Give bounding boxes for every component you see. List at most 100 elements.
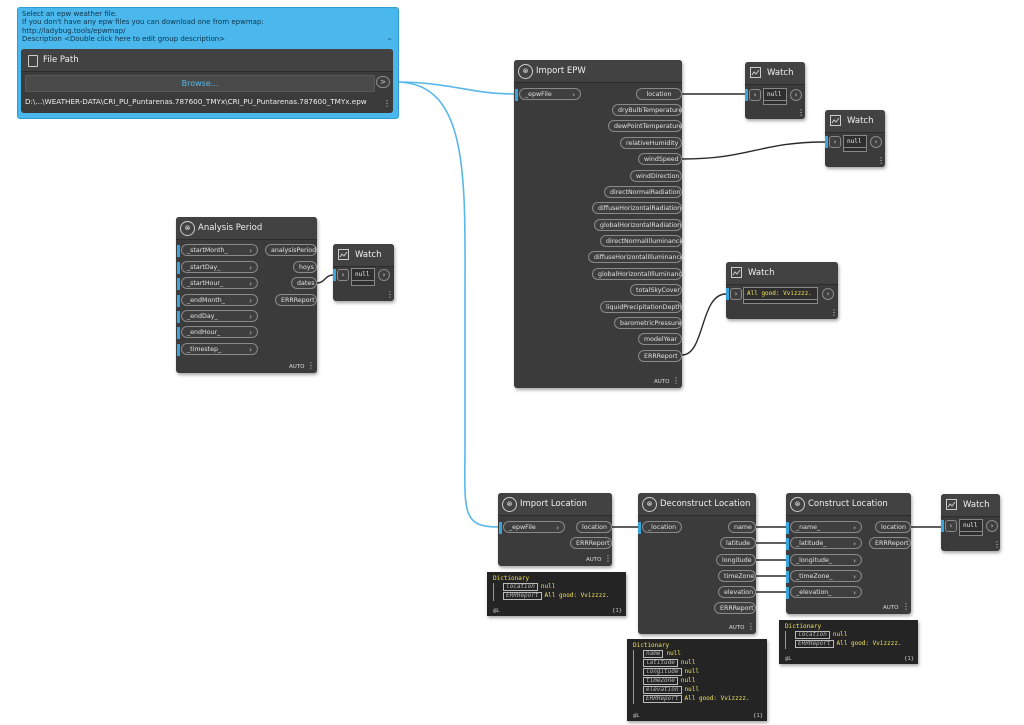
output-port-totalskycover[interactable]: totalSkyCover bbox=[630, 284, 682, 296]
watch-icon bbox=[731, 267, 742, 278]
node-header[interactable]: Watch bbox=[745, 62, 805, 85]
more-options-icon[interactable]: ⋮ bbox=[604, 554, 612, 563]
input-port-timestep[interactable]: _timestep_› bbox=[177, 343, 258, 356]
output-port-name[interactable]: name bbox=[728, 521, 756, 533]
input-port-timezone[interactable]: _timeZone_› bbox=[786, 570, 862, 583]
input-port-starthour[interactable]: _startHour_› bbox=[177, 277, 258, 290]
output-port[interactable]: › bbox=[378, 269, 390, 281]
output-port-dates[interactable]: dates bbox=[291, 277, 317, 289]
output-port[interactable]: › bbox=[870, 136, 882, 148]
node-header[interactable]: ⊗ Analysis Period bbox=[176, 217, 317, 240]
more-options-icon[interactable]: ⋮ bbox=[877, 156, 885, 165]
input-port-startmonth[interactable]: _startMonth_› bbox=[177, 244, 258, 257]
input-port[interactable]: › bbox=[749, 89, 761, 101]
output-port-winddirection[interactable]: windDirection bbox=[630, 170, 682, 182]
more-options-icon[interactable]: ⋮ bbox=[383, 99, 391, 108]
output-port-location[interactable]: location bbox=[576, 521, 612, 533]
input-port-name[interactable]: _name_› bbox=[786, 521, 862, 534]
browse-button[interactable]: Browse... bbox=[25, 75, 375, 92]
output-port-longitude[interactable]: longitude bbox=[716, 554, 756, 566]
wire-dates-to-watch3 bbox=[316, 274, 334, 284]
input-port-location[interactable]: _location bbox=[638, 521, 682, 534]
port-indicator bbox=[177, 295, 180, 307]
input-port-latitude[interactable]: _latitude_› bbox=[786, 537, 862, 550]
watch-node[interactable]: Watch › null › ⋮ bbox=[941, 494, 1001, 551]
node-header[interactable]: Watch bbox=[941, 494, 1000, 517]
output-port-errreport[interactable]: ERRReport bbox=[570, 537, 612, 549]
node-header[interactable]: ⊗ Import EPW bbox=[514, 60, 682, 83]
deconstruct-location-node[interactable]: ⊗ Deconstruct Location _location name la… bbox=[638, 493, 756, 634]
input-port[interactable]: › bbox=[337, 269, 349, 281]
output-port-errreport[interactable]: ERRReport bbox=[638, 350, 682, 362]
input-port[interactable]: › bbox=[945, 520, 957, 532]
node-header[interactable]: Watch bbox=[333, 244, 394, 267]
watch-node[interactable]: Watch › null › ⋮ bbox=[333, 244, 394, 301]
output-port[interactable]: › bbox=[790, 89, 802, 101]
node-header[interactable]: ⊗ Deconstruct Location bbox=[638, 493, 756, 516]
output-port-analysisperiod[interactable]: analysisPeriod bbox=[265, 244, 317, 256]
output-port-hoys[interactable]: hoys bbox=[293, 261, 317, 273]
output-port[interactable]: › bbox=[986, 520, 998, 532]
output-port-timezone[interactable]: timeZone bbox=[718, 570, 756, 582]
node-header[interactable]: File Path bbox=[21, 49, 393, 72]
output-port-errreport[interactable]: ERRReport bbox=[869, 537, 911, 549]
node-header[interactable]: ⊗ Import Location bbox=[498, 493, 612, 516]
input-port-endhour[interactable]: _endHour_› bbox=[177, 326, 258, 339]
file-path-node[interactable]: File Path Browse... > D:\...\WEATHER-DAT… bbox=[21, 49, 393, 113]
output-port-directnormalradiation[interactable]: directNormalRadiation bbox=[604, 186, 682, 198]
import-epw-node[interactable]: ⊗ Import EPW _epwFile› location dryBulbT… bbox=[514, 60, 686, 388]
output-port-modelyear[interactable]: modelYear bbox=[638, 333, 682, 345]
input-port-longitude[interactable]: _longitude_› bbox=[786, 554, 862, 567]
more-options-icon[interactable]: ⋮ bbox=[830, 308, 838, 317]
output-port-drybulbtemperature[interactable]: dryBulbTemperature bbox=[612, 104, 682, 116]
watch-node[interactable]: Watch › All good: Vvizzzz. › ⋮ bbox=[726, 262, 838, 319]
output-port-latitude[interactable]: latitude bbox=[720, 537, 756, 549]
construct-location-node[interactable]: ⊗ Construct Location _name_› _latitude_›… bbox=[786, 493, 911, 614]
input-port[interactable]: › bbox=[829, 136, 841, 148]
output-port-location[interactable]: location bbox=[636, 88, 682, 100]
output-port-liquidprecipitationdepth[interactable]: liquidPrecipitationDepth bbox=[600, 301, 682, 313]
input-port[interactable]: › bbox=[730, 288, 742, 300]
output-port-diffusehorizontalradiation[interactable]: diffuseHorizontalRadiation bbox=[592, 202, 682, 214]
input-port-endday[interactable]: _endDay_› bbox=[177, 310, 258, 323]
output-port-errreport[interactable]: ERRReport bbox=[714, 602, 756, 614]
output-port-diffusehorizontalilluminance[interactable]: diffuseHorizontalIlluminance bbox=[588, 251, 684, 263]
more-options-icon[interactable]: ⋮ bbox=[797, 108, 805, 117]
chevron-right-icon: › bbox=[853, 524, 856, 532]
more-options-icon[interactable]: ⋮ bbox=[747, 622, 755, 631]
output-port-windspeed[interactable]: windSpeed bbox=[638, 153, 682, 165]
input-port-epwfile[interactable]: _epwFile› bbox=[499, 521, 565, 534]
output-port-globalhorizontalradiation[interactable]: globalHorizontalRadiation bbox=[594, 219, 682, 231]
input-port-epwfile[interactable]: _epwFile› bbox=[515, 88, 581, 101]
watch-node[interactable]: Watch › null › ⋮ bbox=[825, 110, 885, 167]
output-port-arrow[interactable]: > bbox=[376, 76, 390, 88]
input-port-endmonth[interactable]: _endMonth_› bbox=[177, 294, 258, 307]
node-header[interactable]: Watch bbox=[825, 110, 885, 133]
output-port-errreport[interactable]: ERRReport bbox=[275, 294, 317, 306]
output-port-barometricpressure[interactable]: barometricPressure bbox=[614, 317, 682, 329]
output-port-directnormalilluminance[interactable]: directNormalIlluminance bbox=[600, 235, 683, 247]
output-port-elevation[interactable]: elevation bbox=[718, 586, 756, 598]
output-port-dewpointtemperature[interactable]: dewPointTemperature bbox=[608, 120, 683, 132]
output-port-relativehumidity[interactable]: relativeHumidity bbox=[620, 137, 682, 149]
watch-node[interactable]: Watch › null › ⋮ bbox=[745, 62, 805, 119]
more-options-icon[interactable]: ⋮ bbox=[993, 540, 1001, 549]
more-options-icon[interactable]: ⋮ bbox=[307, 361, 315, 370]
group-description[interactable]: Select an epw weather file. If you don't… bbox=[22, 10, 264, 43]
output-port-globalhorizontalilluminance[interactable]: globalHorizontalIlluminance bbox=[592, 268, 686, 280]
node-header[interactable]: ⊗ Construct Location bbox=[786, 493, 911, 516]
input-port-elevation[interactable]: _elevation_› bbox=[786, 586, 862, 599]
output-port[interactable]: › bbox=[822, 288, 834, 300]
chevron-up-icon[interactable]: ⌃ bbox=[386, 37, 393, 46]
input-port-startday[interactable]: _startDay_› bbox=[177, 261, 258, 274]
more-options-icon[interactable]: ⋮ bbox=[386, 290, 394, 299]
analysis-period-node[interactable]: ⊗ Analysis Period _startMonth_› _startDa… bbox=[176, 217, 317, 373]
import-location-node[interactable]: ⊗ Import Location _epwFile› location ERR… bbox=[498, 493, 612, 566]
node-header[interactable]: Watch bbox=[726, 262, 838, 285]
output-port-location[interactable]: location bbox=[875, 521, 911, 533]
more-options-icon[interactable]: ⋮ bbox=[902, 602, 910, 611]
more-options-icon[interactable]: ⋮ bbox=[672, 376, 680, 385]
